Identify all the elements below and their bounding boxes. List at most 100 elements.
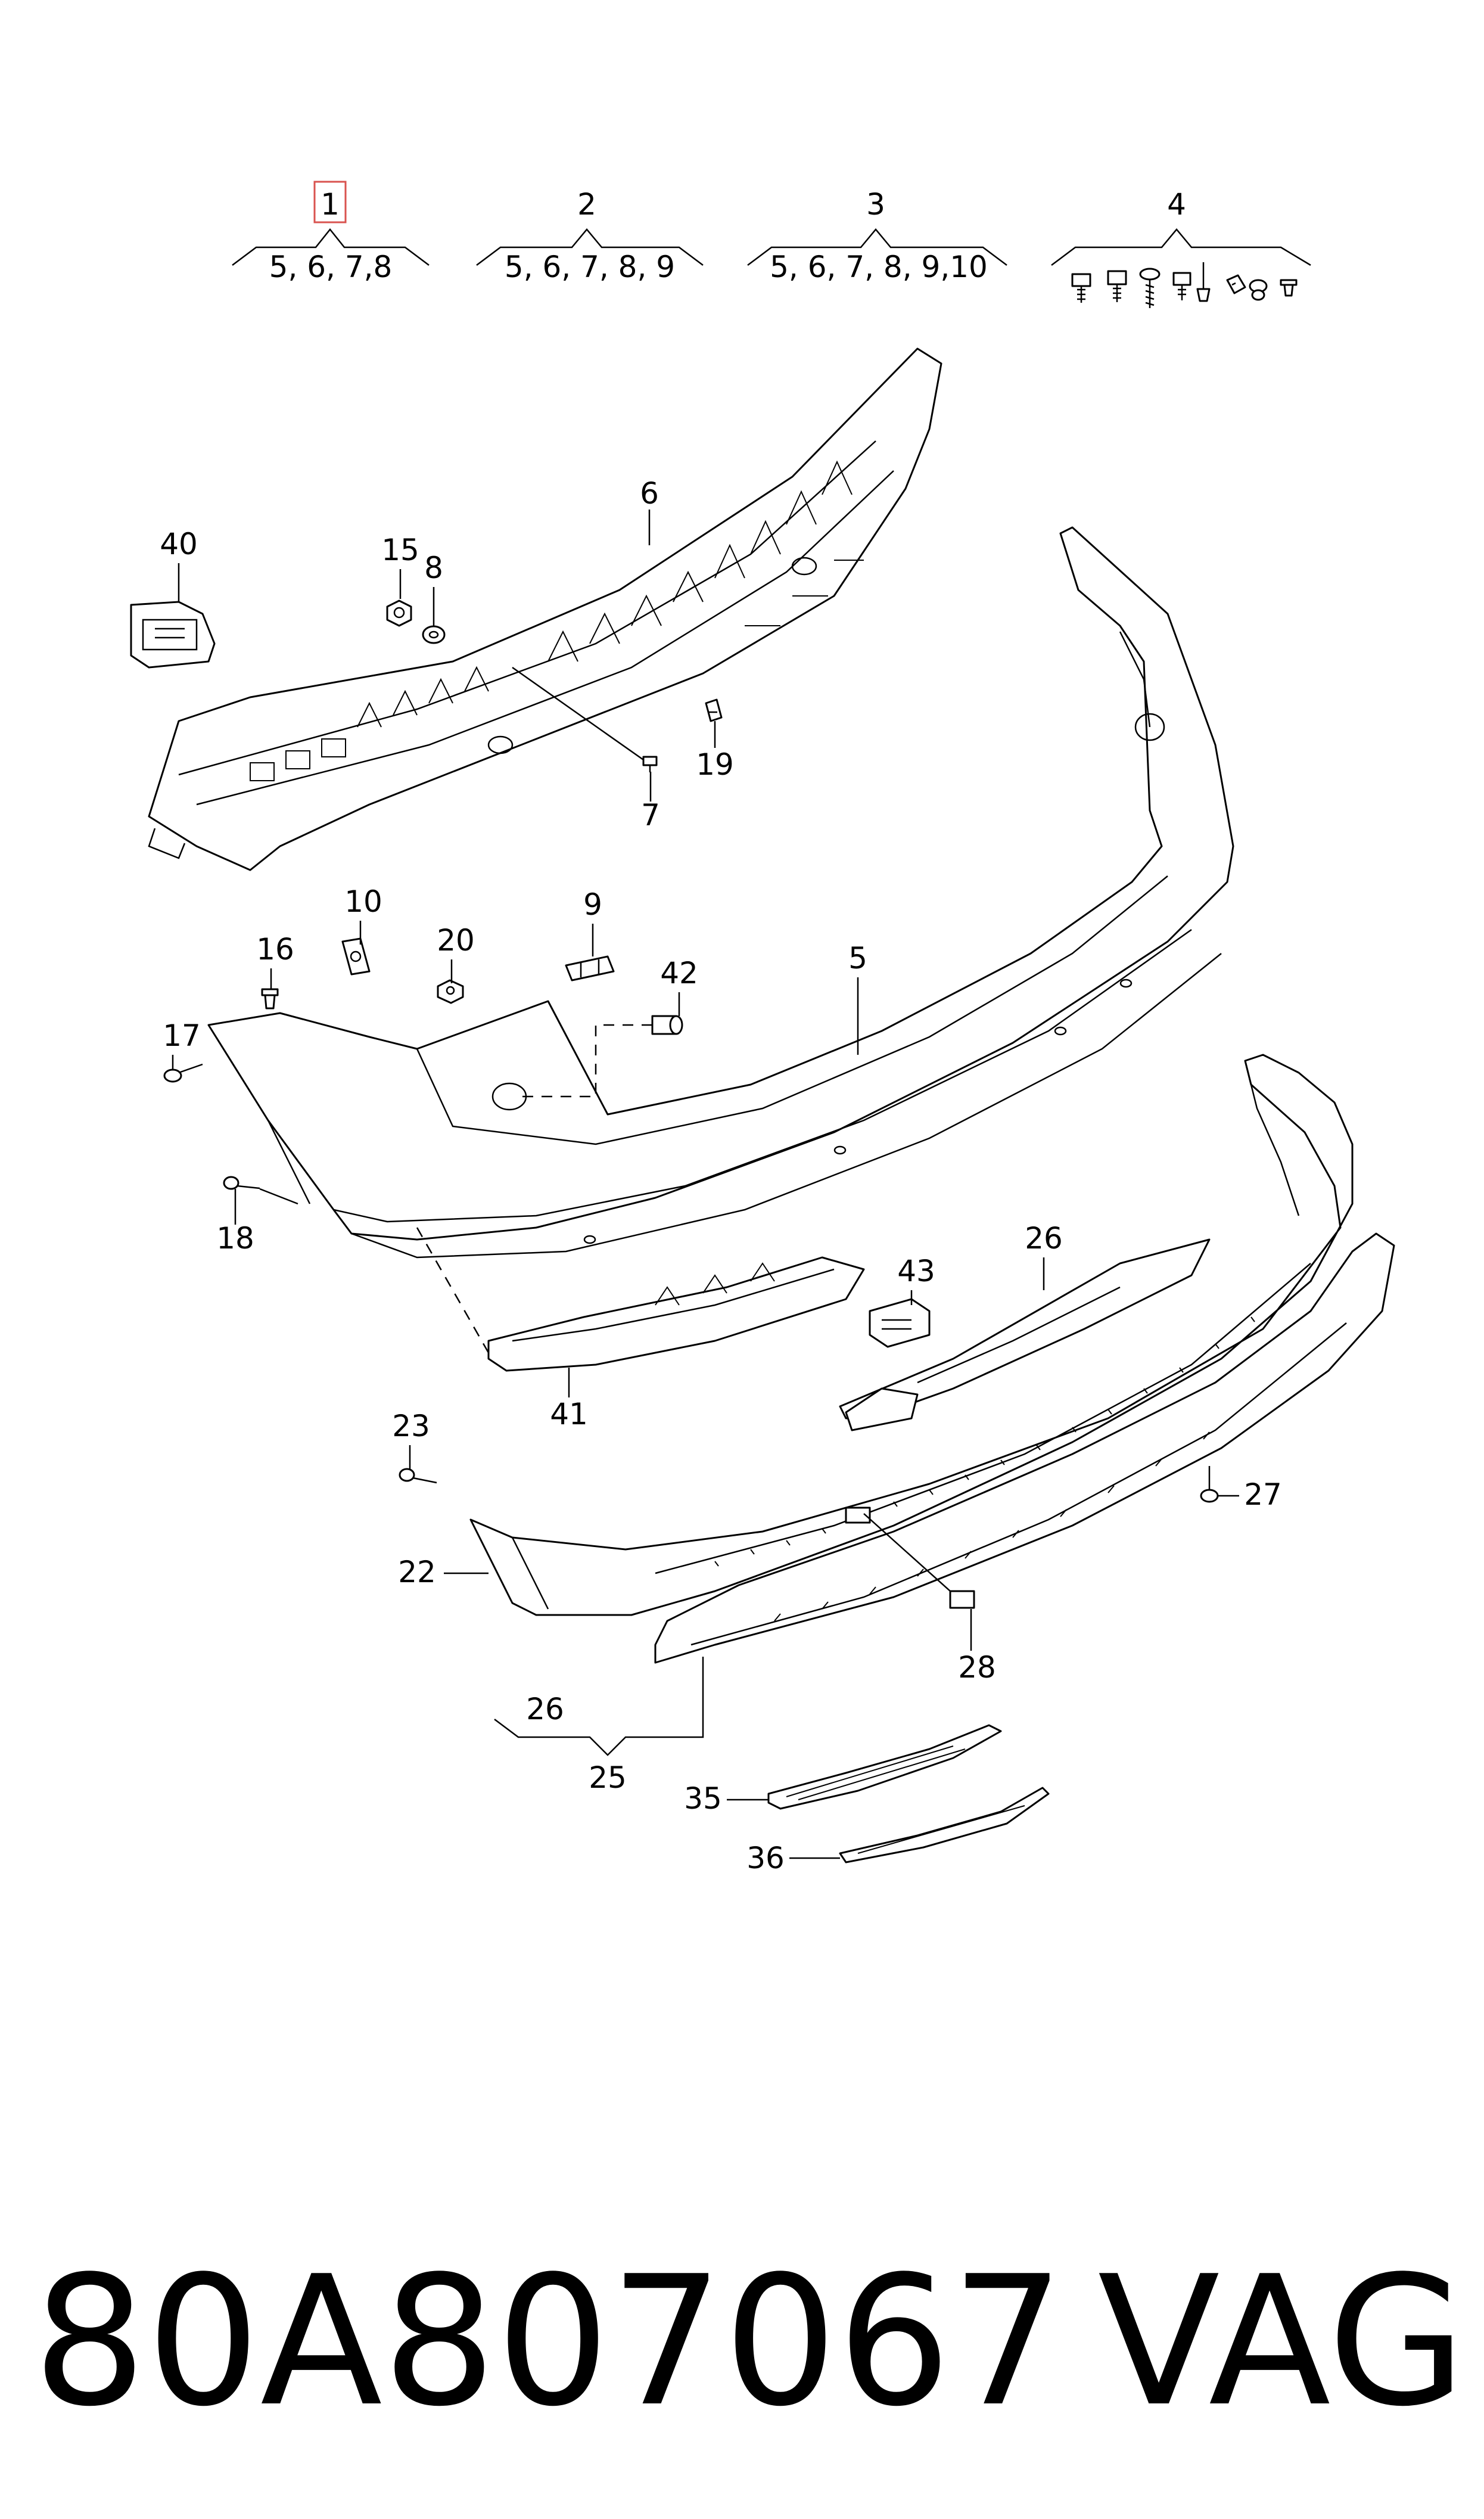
group-header-4[interactable]: 4	[1051, 187, 1311, 308]
svg-text:20: 20	[437, 923, 475, 958]
trim-strip-part-41[interactable]	[487, 1256, 865, 1372]
svg-text:23: 23	[392, 1409, 430, 1443]
group-header-2[interactable]: 2 5, 6, 7, 8, 9	[476, 187, 704, 284]
callout-7: 7	[512, 666, 660, 833]
callout-10: 10	[344, 884, 382, 945]
group-2-contents: 5, 6, 7, 8, 9	[505, 250, 675, 284]
clip-part-19[interactable]	[705, 698, 723, 722]
svg-text:28: 28	[958, 1650, 996, 1685]
connector-part-43[interactable]	[869, 1298, 931, 1348]
rivet-icon	[1196, 262, 1211, 302]
group-1-bracket	[232, 228, 430, 266]
spacer-part-42[interactable]	[651, 1015, 683, 1035]
grommet-icon	[1249, 279, 1268, 301]
svg-text:5: 5	[848, 941, 867, 976]
svg-text:43: 43	[897, 1254, 935, 1288]
group-1-contents: 5, 6, 7,8	[269, 250, 393, 284]
svg-text:26: 26	[1025, 1221, 1063, 1256]
group-2-number: 2	[577, 187, 596, 222]
svg-text:10: 10	[344, 884, 382, 919]
screw-part-18[interactable]	[223, 1176, 260, 1190]
callout-20: 20	[437, 923, 475, 983]
group-header-1[interactable]: 1 5, 6, 7,8	[232, 181, 430, 284]
clip-part-9[interactable]	[565, 955, 615, 981]
group-3-number: 3	[866, 187, 885, 222]
push-pin-icon	[1280, 279, 1298, 297]
callout-40: 40	[160, 527, 198, 602]
group-2-bracket	[476, 228, 704, 266]
speed-nut-part-20[interactable]	[437, 979, 464, 1004]
sensor-bracket-part-40[interactable]	[130, 601, 216, 669]
group-header-3[interactable]: 3 5, 6, 7, 8, 9,10	[747, 187, 1007, 284]
svg-text:16: 16	[256, 932, 294, 967]
fastener-set-icons	[1071, 262, 1298, 308]
lower-valance-part-22[interactable]	[469, 1054, 1354, 1616]
washer-part-8[interactable]	[422, 625, 446, 644]
diffuser-insert-part-25[interactable]	[654, 1232, 1395, 1664]
svg-text:26: 26	[526, 1692, 564, 1726]
clip-nut-icon	[1226, 274, 1246, 294]
screw-icon	[1139, 268, 1161, 308]
group-4-bracket	[1051, 228, 1311, 266]
valance-tab	[845, 1507, 871, 1524]
svg-text:8: 8	[424, 551, 443, 585]
group-3-bracket	[747, 228, 1007, 266]
svg-text:36: 36	[746, 1841, 785, 1875]
screw-part-17[interactable]	[163, 1063, 203, 1083]
callout-41: 41	[416, 1227, 588, 1431]
svg-text:22: 22	[398, 1555, 436, 1589]
center-trim-part-26[interactable]	[839, 1238, 1211, 1431]
callout-8: 8	[424, 551, 443, 626]
callout-17: 17	[163, 1018, 201, 1070]
svg-text:27: 27	[1244, 1477, 1282, 1512]
callout-6: 6	[640, 476, 659, 545]
parking-sensor-holes	[583, 979, 1133, 1244]
callout-15: 15	[381, 533, 419, 599]
rivet-part-16[interactable]	[261, 988, 279, 1010]
clip-nut-part-10[interactable]	[341, 937, 371, 976]
bolt-icon	[1172, 272, 1191, 300]
svg-text:15: 15	[381, 533, 419, 567]
bumper-carrier-part-6[interactable]	[148, 347, 942, 871]
callout-26-upper: 26	[1025, 1221, 1063, 1290]
callout-18: 18	[216, 1188, 298, 1256]
callout-28: 28	[863, 1513, 996, 1685]
svg-text:40: 40	[160, 527, 198, 561]
callout-42: 42	[518, 956, 698, 1098]
group-1-number: 1	[321, 187, 340, 222]
svg-text:35: 35	[684, 1781, 722, 1816]
screw-part-23[interactable]	[399, 1468, 437, 1484]
callout-23: 23	[392, 1409, 430, 1469]
svg-text:19: 19	[696, 747, 734, 782]
chrome-strip-part-35[interactable]	[767, 1724, 1002, 1810]
callout-16: 16	[256, 932, 294, 989]
chrome-strip-part-36[interactable]	[839, 1787, 1050, 1863]
svg-text:18: 18	[216, 1221, 254, 1256]
callout-43: 43	[897, 1254, 935, 1305]
svg-text:7: 7	[641, 798, 660, 833]
callout-19: 19	[696, 721, 734, 782]
bolt-icon	[1071, 273, 1091, 303]
callout-9: 9	[583, 887, 602, 956]
cap-part-28[interactable]	[949, 1590, 975, 1609]
callout-36: 36	[746, 1841, 840, 1875]
brand-label: VAG	[1097, 2238, 1466, 2446]
svg-text:6: 6	[640, 476, 659, 511]
callout-27: 27	[1218, 1477, 1282, 1512]
svg-text:41: 41	[550, 1397, 588, 1431]
svg-text:25: 25	[589, 1760, 627, 1795]
clip-row	[714, 1316, 1255, 1567]
screw-part-27[interactable]	[1200, 1466, 1219, 1503]
screw-part-7[interactable]	[642, 756, 658, 772]
nut-part-15[interactable]	[386, 600, 412, 627]
group-3-contents: 5, 6, 7, 8, 9,10	[770, 250, 988, 284]
bumper-cover-part-5[interactable]	[207, 526, 1234, 1259]
bolt-icon	[1107, 270, 1127, 302]
callout-25-bracket: 26 25	[494, 1657, 704, 1795]
group-1-highlight-box	[313, 181, 347, 223]
callout-22: 22	[398, 1555, 489, 1589]
callout-35: 35	[684, 1781, 769, 1816]
svg-text:42: 42	[660, 956, 698, 990]
part-number-label: 80A807067	[33, 2238, 1065, 2446]
